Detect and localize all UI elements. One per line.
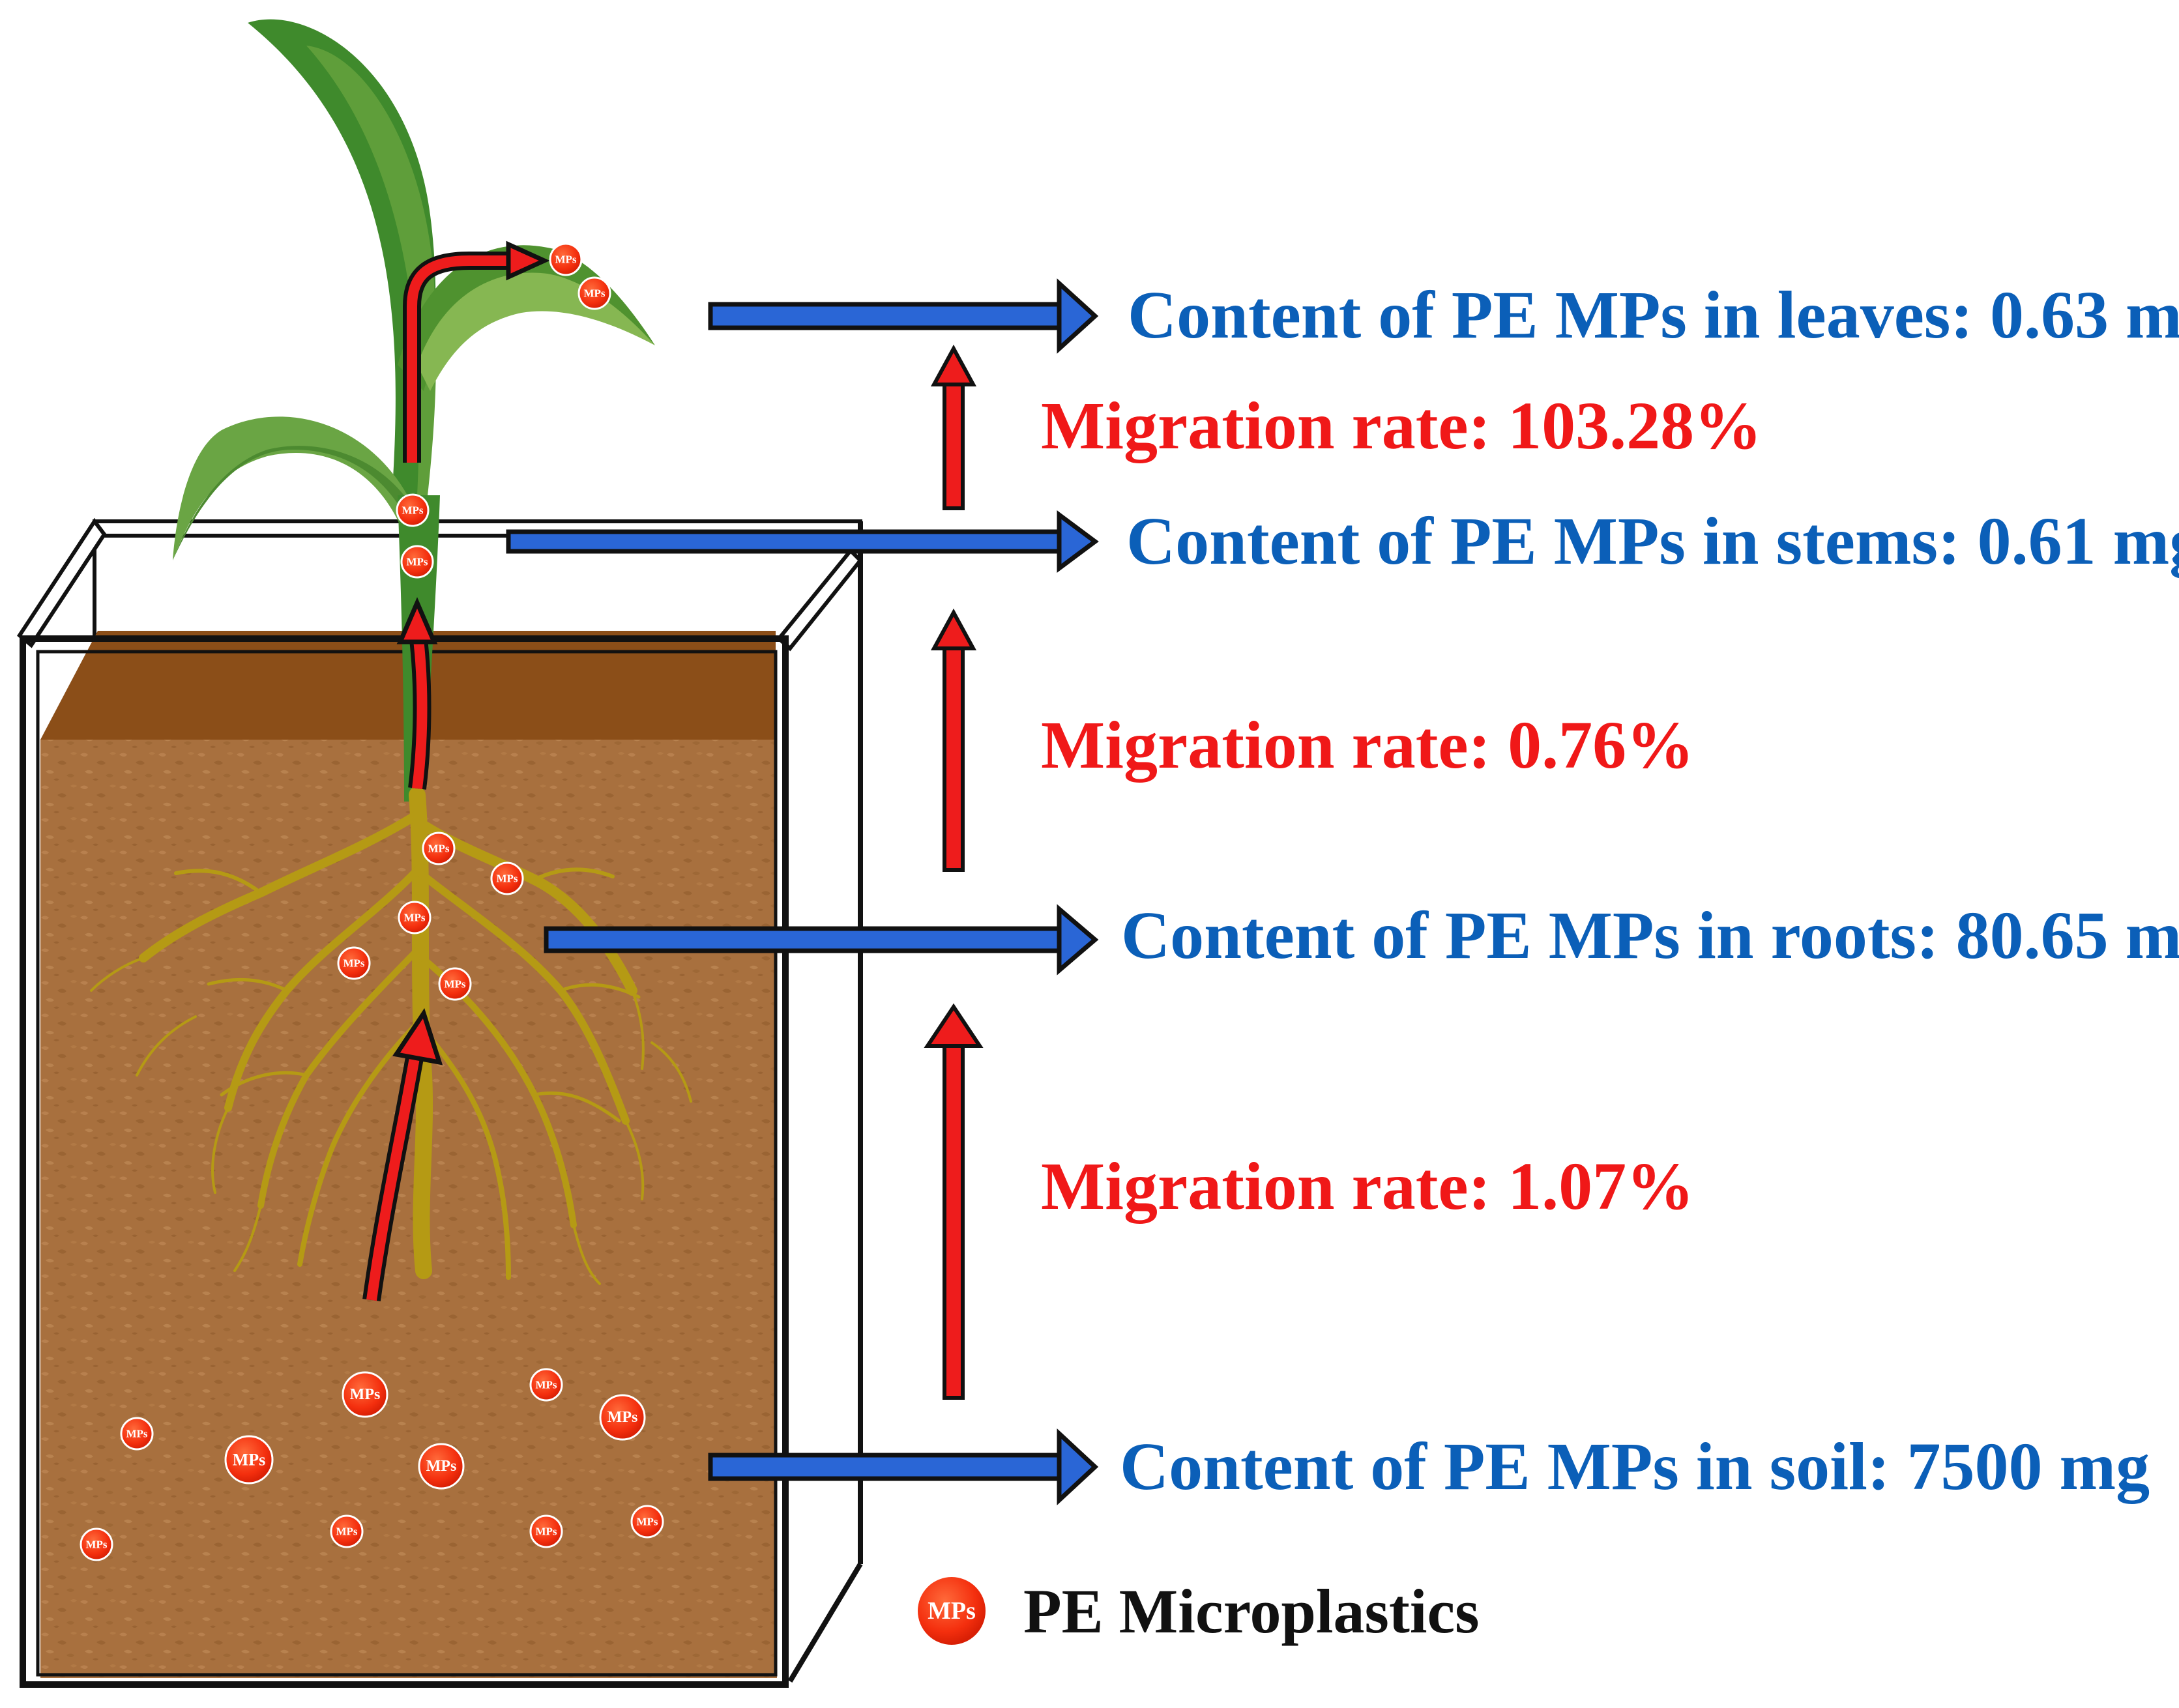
soil-to-roots-rate-arrow — [924, 1003, 984, 1400]
microplastic-particle: MPs — [330, 1514, 364, 1548]
stem-to-leaf-arrow — [407, 255, 515, 463]
microplastic-particle-icon — [337, 946, 371, 980]
microplastic-particle-label: MPs — [428, 843, 449, 855]
microplastic-particle-label: MPs — [426, 1458, 457, 1475]
microplastic-particle: MPs — [400, 545, 434, 579]
microplastic-particle-icon — [120, 1417, 154, 1451]
microplastic-particle: MPs — [529, 1514, 563, 1548]
plant-migration-arrows — [362, 240, 550, 1301]
plant-lower-left-leaf — [173, 416, 417, 560]
microplastic-particle: MPs — [529, 1368, 563, 1402]
stems-content-arrow — [506, 510, 1099, 573]
microplastic-particle: MPs — [337, 946, 371, 980]
microplastic-particle-label: MPs — [607, 1409, 638, 1426]
microplastic-particle-icon — [422, 832, 456, 865]
soil-content-label: Content of PE MPs in soil: 7500 mg — [1120, 1429, 2150, 1504]
container-left-rim — [17, 517, 107, 648]
microplastic-particle-label: MPs — [336, 1526, 357, 1538]
microplastic-particle-label: MPs — [85, 1539, 107, 1551]
microplastic-particle-label: MPs — [535, 1379, 557, 1391]
microplastic-particle-icon — [529, 1514, 563, 1548]
root-to-stem-arrow — [412, 628, 428, 789]
leaves-content-label: Content of PE MPs in leaves: 0.63 mg — [1128, 278, 2179, 353]
microplastic-particle-label: MPs — [535, 1526, 557, 1538]
container-right-rim — [776, 547, 864, 652]
microplastic-particle: MPs — [418, 1443, 465, 1490]
microplastic-particle-label: MPs — [126, 1428, 147, 1440]
plant-tall-leaf-highlight — [306, 46, 437, 502]
microplastic-particle: MPs — [490, 861, 524, 895]
roots-content-arrow — [544, 904, 1099, 976]
soil-content-arrow — [708, 1428, 1099, 1506]
microplastic-particle: MPs — [549, 242, 583, 276]
microplastic-particle: MPs — [224, 1435, 274, 1484]
microplastic-particle-icon — [418, 1443, 465, 1490]
stems-to-leaves-rate-arrow — [930, 344, 977, 510]
soil-to-roots-rate-label: Migration rate: 1.07% — [1041, 1149, 1694, 1224]
content-labels: Content of PE MPs in leaves: 0.63 mg Con… — [1120, 278, 2179, 1504]
stems-to-leaves-rate-label: Migration rate: 103.28% — [1041, 388, 1762, 463]
microplastic-particle-label: MPs — [350, 1386, 381, 1403]
roots-to-stems-rate-arrow — [930, 608, 977, 872]
microplastic-particle-icon — [578, 276, 611, 310]
microplastic-particle-label: MPs — [402, 504, 423, 517]
soil-to-root-arrowhead — [392, 1008, 443, 1065]
microplastic-particle-label: MPs — [636, 1516, 658, 1528]
microplastic-particle-icon — [549, 242, 583, 276]
legend-label: PE Microplastics — [1023, 1576, 1479, 1646]
migration-arrows — [924, 344, 984, 1400]
soil-container — [17, 517, 864, 1688]
legend-particle-label: MPs — [928, 1597, 976, 1625]
microplastic-particle-icon — [400, 545, 434, 579]
stems-content-label: Content of PE MPs in stems: 0.61 mg — [1126, 504, 2179, 579]
content-arrows — [506, 278, 1099, 1506]
microplastic-particle-icon — [438, 967, 472, 1001]
legend: MPs PE Microplastics — [918, 1576, 1479, 1646]
microplastic-particle: MPs — [80, 1527, 113, 1561]
microplastic-particle-icon — [398, 901, 431, 934]
microplastic-particle-label: MPs — [343, 957, 364, 970]
microplastic-particle-icon: MPs — [918, 1577, 986, 1645]
microplastic-particle-icon — [396, 493, 430, 527]
soil-to-root-arrow — [366, 1041, 422, 1301]
microplastic-particle: MPs — [120, 1417, 154, 1451]
microplastic-particle-icon — [599, 1394, 646, 1441]
microplastic-particle: MPs — [398, 901, 431, 934]
stem-to-leaf-arrowhead — [506, 240, 550, 281]
microplastic-particle-icon — [490, 861, 524, 895]
microplastic-particle: MPs — [438, 967, 472, 1001]
legend-particle-circle — [918, 1577, 986, 1645]
leaves-content-arrow — [708, 278, 1099, 354]
microplastic-particle: MPs — [396, 493, 430, 527]
microplastic-particle: MPs — [422, 832, 456, 865]
microplastic-particle-icon — [330, 1514, 364, 1548]
microplastic-particle-icon — [80, 1527, 113, 1561]
container-right-depth-edge — [787, 1562, 863, 1683]
microplastic-particle: MPs — [342, 1371, 388, 1418]
microplastic-particle-label: MPs — [403, 912, 425, 924]
microplastic-particle-icon — [224, 1435, 274, 1484]
microplastic-particle: MPs — [578, 276, 611, 310]
microplastic-particle-label: MPs — [583, 287, 605, 300]
microplastic-particle-label: MPs — [496, 873, 518, 885]
microplastic-particle-icon — [342, 1371, 388, 1418]
microplastic-particle-label: MPs — [406, 556, 428, 568]
plant-roots — [90, 787, 692, 1285]
roots-to-stems-rate-label: Migration rate: 0.76% — [1041, 708, 1694, 783]
microplastic-particle: MPs — [599, 1394, 646, 1441]
microplastic-particle-icon — [630, 1505, 664, 1539]
microplastic-particle-label: MPs — [233, 1451, 266, 1469]
microplastic-particle-icon — [529, 1368, 563, 1402]
microplastic-particle-label: MPs — [444, 978, 465, 991]
microplastic-particle: MPs — [630, 1505, 664, 1539]
root-to-stem-arrowhead — [396, 597, 438, 644]
roots-content-label: Content of PE MPs in roots: 80.65 mg — [1121, 898, 2179, 973]
migration-rate-labels: Migration rate: 103.28% Migration rate: … — [1041, 388, 1762, 1224]
microplastic-particle-label: MPs — [555, 253, 576, 266]
